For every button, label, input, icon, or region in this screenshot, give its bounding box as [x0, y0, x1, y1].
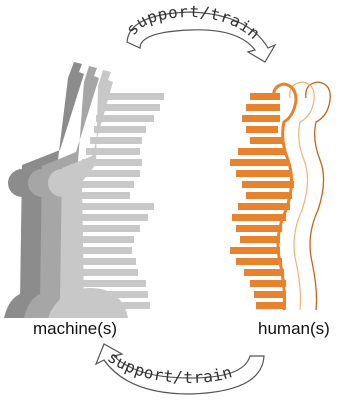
- human-silhouette-icon: [290, 82, 315, 310]
- human-silhouette-icon: [306, 82, 331, 310]
- human-label: human(s): [258, 319, 330, 338]
- bottom-cycle-arrow: support/train: [96, 344, 264, 394]
- machine-bars: [76, 93, 164, 309]
- bottom-arrow-label: support/train: [104, 347, 234, 387]
- human-group: human(s): [230, 82, 330, 338]
- machine-label: machine(s): [33, 319, 117, 338]
- top-cycle-arrow: support/train: [122, 2, 275, 62]
- machine-group: machine(s): [4, 62, 164, 338]
